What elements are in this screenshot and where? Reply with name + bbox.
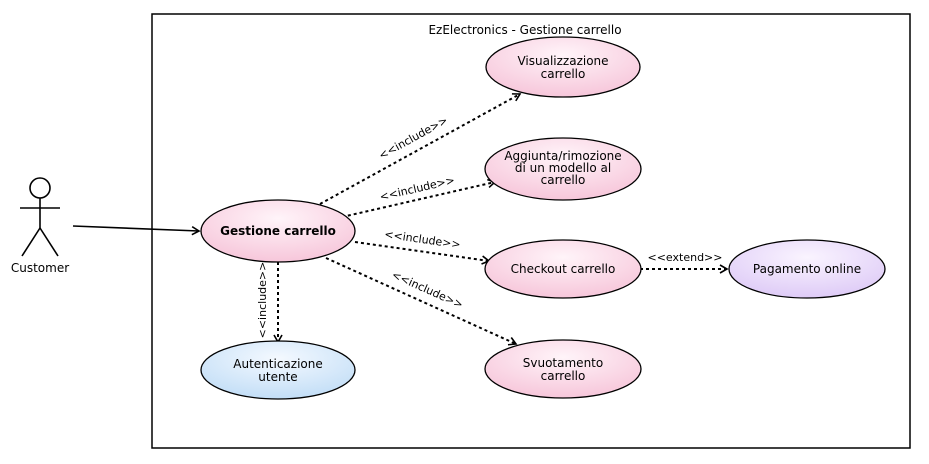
use-case-label-autenticazione-1: Autenticazione (233, 357, 322, 371)
include-edge-aggiunta (341, 178, 497, 218)
use-case-label-gestione: Gestione carrello (220, 224, 336, 238)
use-case-label-svuotamento-1: Svuotamento (523, 356, 603, 370)
use-case-pagamento[interactable]: Pagamento online (728, 239, 886, 299)
use-case-svuotamento[interactable]: Svuotamento carrello (484, 339, 642, 399)
system-title: EzElectronics - Gestione carrello (428, 23, 621, 37)
include-edge-svuotamento (325, 257, 518, 346)
association-customer-gestione (72, 225, 201, 236)
use-case-label-aggiunta-3: carrello (541, 173, 586, 187)
include-label-autenticazione: <<include>> (256, 262, 269, 339)
use-case-label-pagamento: Pagamento online (753, 262, 861, 276)
use-case-label-aggiunta-1: Aggiunta/rimozione (504, 149, 621, 163)
include-edge-visualizzazione (319, 93, 522, 205)
use-case-label-aggiunta-2: di un modello al (515, 161, 611, 175)
use-case-gestione[interactable]: Gestione carrello (200, 199, 356, 263)
extend-label-pagamento: <<extend>> (648, 251, 723, 264)
use-case-label-checkout: Checkout carrello (511, 262, 616, 276)
use-case-label-visualizzazione-2: carrello (541, 67, 586, 81)
use-case-label-autenticazione-2: utente (258, 370, 297, 384)
use-case-label-visualizzazione-1: Visualizzazione (517, 54, 608, 68)
use-case-aggiunta[interactable]: Aggiunta/rimozione di un modello al carr… (484, 137, 642, 201)
use-case-autenticazione[interactable]: Autenticazione utente (200, 340, 356, 400)
actor-customer[interactable]: Customer (11, 177, 69, 275)
use-case-visualizzazione[interactable]: Visualizzazione carrello (485, 36, 641, 98)
actor-label: Customer (11, 261, 69, 275)
use-case-checkout[interactable]: Checkout carrello (484, 239, 642, 299)
actor-head (29, 177, 51, 199)
include-edge-checkout (354, 241, 491, 265)
actor-right-leg (39, 227, 59, 257)
actor-left-leg (21, 227, 41, 257)
use-case-label-svuotamento-2: carrello (541, 369, 586, 383)
